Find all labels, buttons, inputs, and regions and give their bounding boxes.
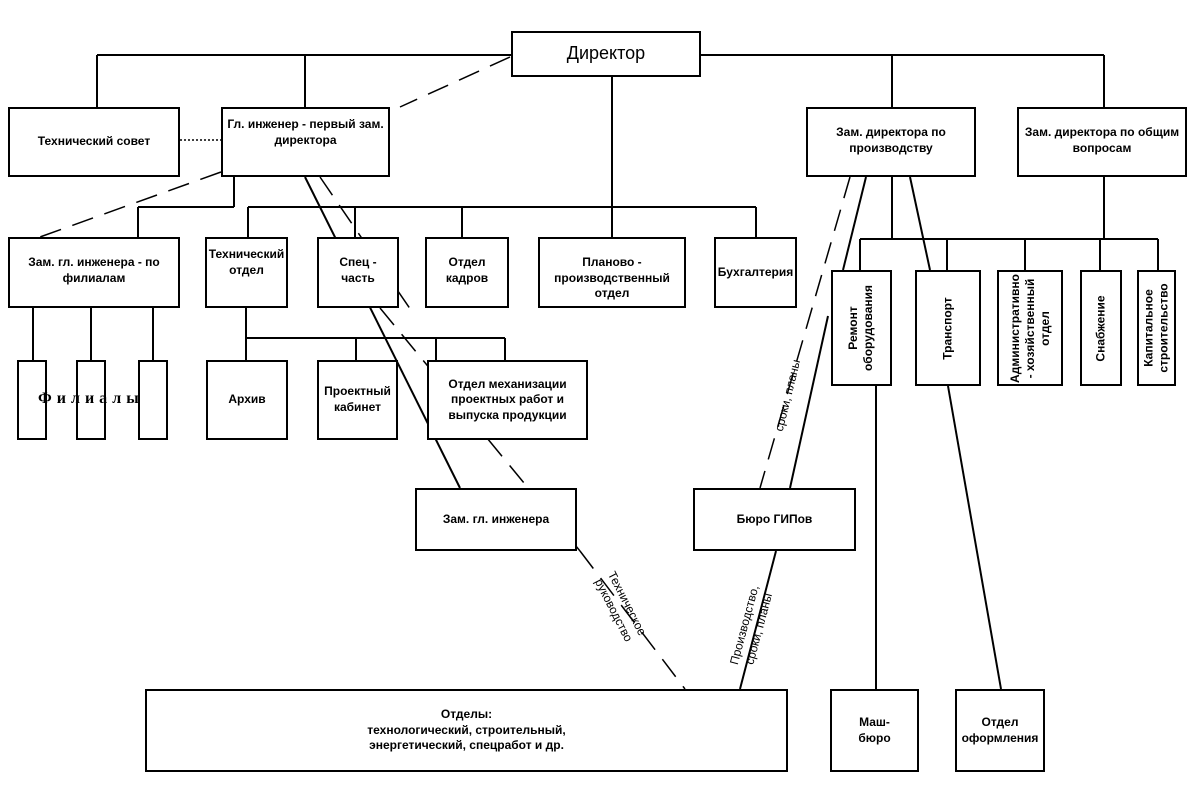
special-part-box: Спец - часть: [317, 237, 399, 308]
design-dept-box: Отдел оформления: [955, 689, 1045, 772]
deputy-chief-engineer-box: Зам. гл. инженера: [415, 488, 577, 551]
capital-construction-box: Капитальное строительство: [1137, 270, 1176, 386]
chief-engineer-box: Гл. инженер - первый зам. директора: [221, 107, 390, 177]
deputy-general-box: Зам. директора по общим вопросам: [1017, 107, 1187, 177]
deputy-production-box: Зам. директора по производству: [806, 107, 976, 177]
director-box: Директор: [511, 31, 701, 77]
mechanization-dept-box: Отдел механизации проектных работ и выпу…: [427, 360, 588, 440]
admin-dept-label: Административно - хозяйственный отдел: [1007, 273, 1052, 383]
planning-dept-box: Планово - производственный отдел: [538, 237, 686, 308]
design-office-box: Проектный кабинет: [317, 360, 398, 440]
supply-box: Снабжение: [1080, 270, 1122, 386]
equipment-repair-label: Ремонт оборудования: [846, 284, 876, 372]
equipment-repair-box: Ремонт оборудования: [831, 270, 892, 386]
tech-dept-box: Технический отдел: [205, 237, 288, 308]
supply-label: Снабжение: [1093, 294, 1108, 362]
departments-box: Отделы: технологический, строительный, э…: [145, 689, 788, 772]
transport-box: Транспорт: [915, 270, 981, 386]
transport-label: Транспорт: [940, 296, 955, 360]
accounting-box: Бухгалтерия: [714, 237, 797, 308]
mash-bureau-box: Маш- бюро: [830, 689, 919, 772]
branch-box-1: [17, 360, 47, 440]
archive-box: Архив: [206, 360, 288, 440]
admin-dept-box: Административно - хозяйственный отдел: [997, 270, 1063, 386]
gip-bureau-box: Бюро ГИПов: [693, 488, 856, 551]
branch-box-3: [138, 360, 168, 440]
capital-construction-label: Капитальное строительство: [1141, 283, 1171, 373]
branches-label: Филиалы: [38, 390, 144, 407]
branch-box-2: [76, 360, 106, 440]
tech-council-box: Технический совет: [8, 107, 180, 177]
hr-dept-box: Отдел кадров: [425, 237, 509, 308]
deputy-branches-box: Зам. гл. инженера - по филиалам: [8, 237, 180, 308]
